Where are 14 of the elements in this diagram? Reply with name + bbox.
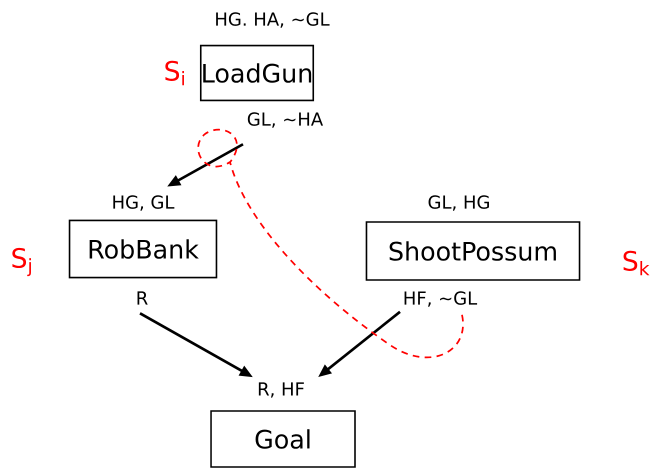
- action-box: Goal: [210, 410, 356, 468]
- condition-label: R: [138, 291, 148, 305]
- condition-label: GL, ~HA: [248, 112, 324, 128]
- condition-label: HG. HA, ~GL: [216, 12, 330, 28]
- action-box: ShootPossum: [366, 221, 580, 281]
- action-box: LoadGun: [200, 44, 314, 102]
- threat-link: [197, 128, 464, 358]
- condition-label: HG, GL: [113, 195, 174, 211]
- action-box: RobBank: [68, 220, 218, 278]
- condition-label: R, HF: [258, 382, 304, 398]
- condition-label: HF, ~GL: [404, 291, 478, 307]
- condition-label: GL, HG: [428, 195, 489, 211]
- step-label: S$_{j}$: [12, 248, 31, 276]
- step-label: S$_{k}$: [624, 250, 650, 276]
